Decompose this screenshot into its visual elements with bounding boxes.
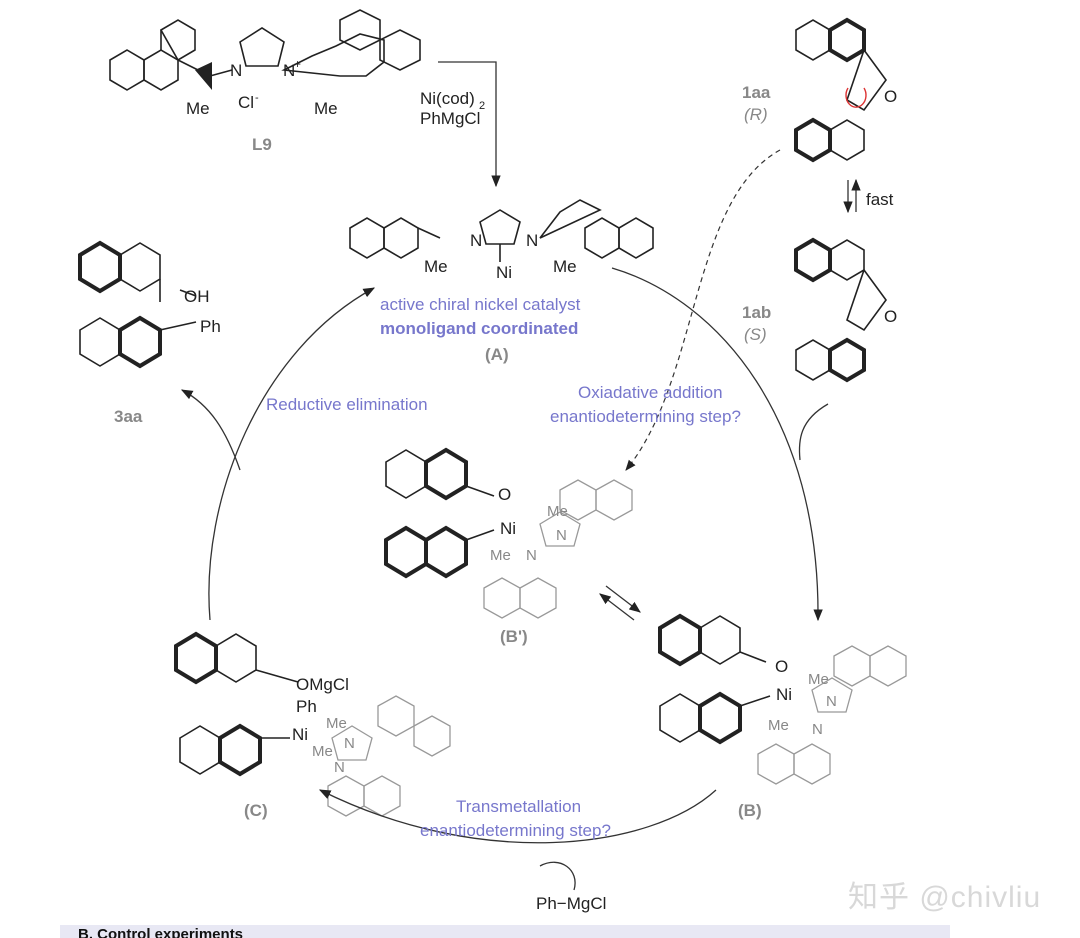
intermediate-label-B: (B) xyxy=(738,801,762,820)
B-me-top: Me xyxy=(808,671,829,688)
reagent-grignard: PhMgCl xyxy=(420,109,480,128)
reagent-phmgcl: Ph−MgCl xyxy=(536,894,606,913)
C-ph: Ph xyxy=(296,697,317,716)
equilibrium-fast: fast xyxy=(866,190,894,209)
compound-label-1ab: 1ab xyxy=(742,303,771,322)
arrow-to-product xyxy=(180,389,241,471)
step-transmetallation: Transmetallation xyxy=(456,797,581,816)
ligand-me-right: Me xyxy=(314,99,338,118)
ligand-me-left: Me xyxy=(186,99,210,118)
Bp-n1: N xyxy=(556,527,567,544)
B-n2: N xyxy=(812,721,823,738)
1aa-oxygen: O xyxy=(884,87,897,106)
compound-label-3aa: 3aa xyxy=(114,407,143,426)
B-me-bottom: Me xyxy=(768,717,789,734)
C-ni: Ni xyxy=(292,725,308,744)
compound-label-1aa: 1aa xyxy=(742,83,771,102)
B-oxygen: O xyxy=(775,657,788,676)
step-transmetallation-note: enantiodetermining step? xyxy=(420,821,611,840)
catA-n-right: N xyxy=(526,231,538,250)
ligand-nplus: + xyxy=(294,57,301,71)
Bp-me-bottom: Me xyxy=(490,547,511,564)
catA-ni: Ni xyxy=(496,263,512,282)
3aa-oh: OH xyxy=(184,287,210,306)
intermediate-label-Bprime: (B') xyxy=(500,627,528,646)
catA-n-left: N xyxy=(470,231,482,250)
step-oxidative-addition: Oxiadative addition xyxy=(578,383,723,402)
product-3aa-structure: OH Ph xyxy=(78,240,221,369)
intermediate-B-structure: O Ni Me Me N N xyxy=(658,613,907,785)
catA-me-left: Me xyxy=(424,257,448,276)
catA-me-right: Me xyxy=(553,257,577,276)
substrate-1aa-structure: O xyxy=(794,17,897,163)
substrate-1ab-structure: O xyxy=(794,237,897,383)
Bp-me-top: Me xyxy=(547,503,568,520)
reagent-ni-cod-sub: 2 xyxy=(479,100,485,112)
catalyst-coordination: monoligand coordinated xyxy=(380,319,578,338)
equilibrium-B-back xyxy=(599,593,635,621)
C-omgcl: OMgCl xyxy=(296,675,349,694)
C-me-top: Me xyxy=(326,715,347,732)
Bp-ni: Ni xyxy=(500,519,516,538)
section-footer: B. Control experiments xyxy=(60,925,950,938)
1ab-oxygen: O xyxy=(884,307,897,326)
cycle-arrow-oxidative-addition xyxy=(611,267,823,622)
ligand-chloride: Cl xyxy=(238,93,254,112)
C-n1: N xyxy=(344,735,355,752)
dashed-arrow-1aa-to-Bprime xyxy=(625,149,781,471)
equilibrium-B-forward xyxy=(605,585,641,613)
phmgcl-entry-arrow xyxy=(539,861,576,891)
ligand-L9-structure: N N + Me Me Cl - L9 xyxy=(109,9,421,154)
B-n1: N xyxy=(826,693,837,710)
compound-config-1aa: (R) xyxy=(744,105,768,124)
compound-label-L9: L9 xyxy=(252,135,272,154)
intermediate-Bprime-structure: O Ni Me Me N N xyxy=(384,447,633,619)
C-me-bottom: Me xyxy=(312,743,333,760)
intermediate-label-C: (C) xyxy=(244,801,268,820)
catalyst-A-structure: N N Ni Me Me xyxy=(349,199,654,282)
ligand-chloride-sup: - xyxy=(255,92,259,104)
Bp-n2: N xyxy=(526,547,537,564)
C-n2: N xyxy=(334,759,345,776)
compound-config-1ab: (S) xyxy=(744,325,767,344)
step-oxidative-addition-note: enantiodetermining step? xyxy=(550,407,741,426)
reagent-arrow xyxy=(438,61,501,188)
ligand-n-right: N xyxy=(283,61,295,80)
ligand-n-left: N xyxy=(230,61,242,80)
B-ni: Ni xyxy=(776,685,792,704)
catalyst-description: active chiral nickel catalyst xyxy=(380,295,581,314)
intermediate-C-structure: OMgCl Ph Ni Me Me N N xyxy=(174,631,451,817)
cycle-arrow-transmetallation xyxy=(318,789,717,844)
intermediate-label-A: (A) xyxy=(485,345,509,364)
section-heading: B. Control experiments xyxy=(78,926,244,938)
watermark: 知乎 @chivliu xyxy=(848,881,1042,914)
step-reductive-elimination: Reductive elimination xyxy=(266,395,428,414)
reagent-ni-cod: Ni(cod) xyxy=(420,89,475,108)
Bp-oxygen: O xyxy=(498,485,511,504)
arrow-substrate-entry xyxy=(798,403,829,461)
cycle-arrow-reductive-elimination xyxy=(208,287,376,621)
3aa-ph: Ph xyxy=(200,317,221,336)
